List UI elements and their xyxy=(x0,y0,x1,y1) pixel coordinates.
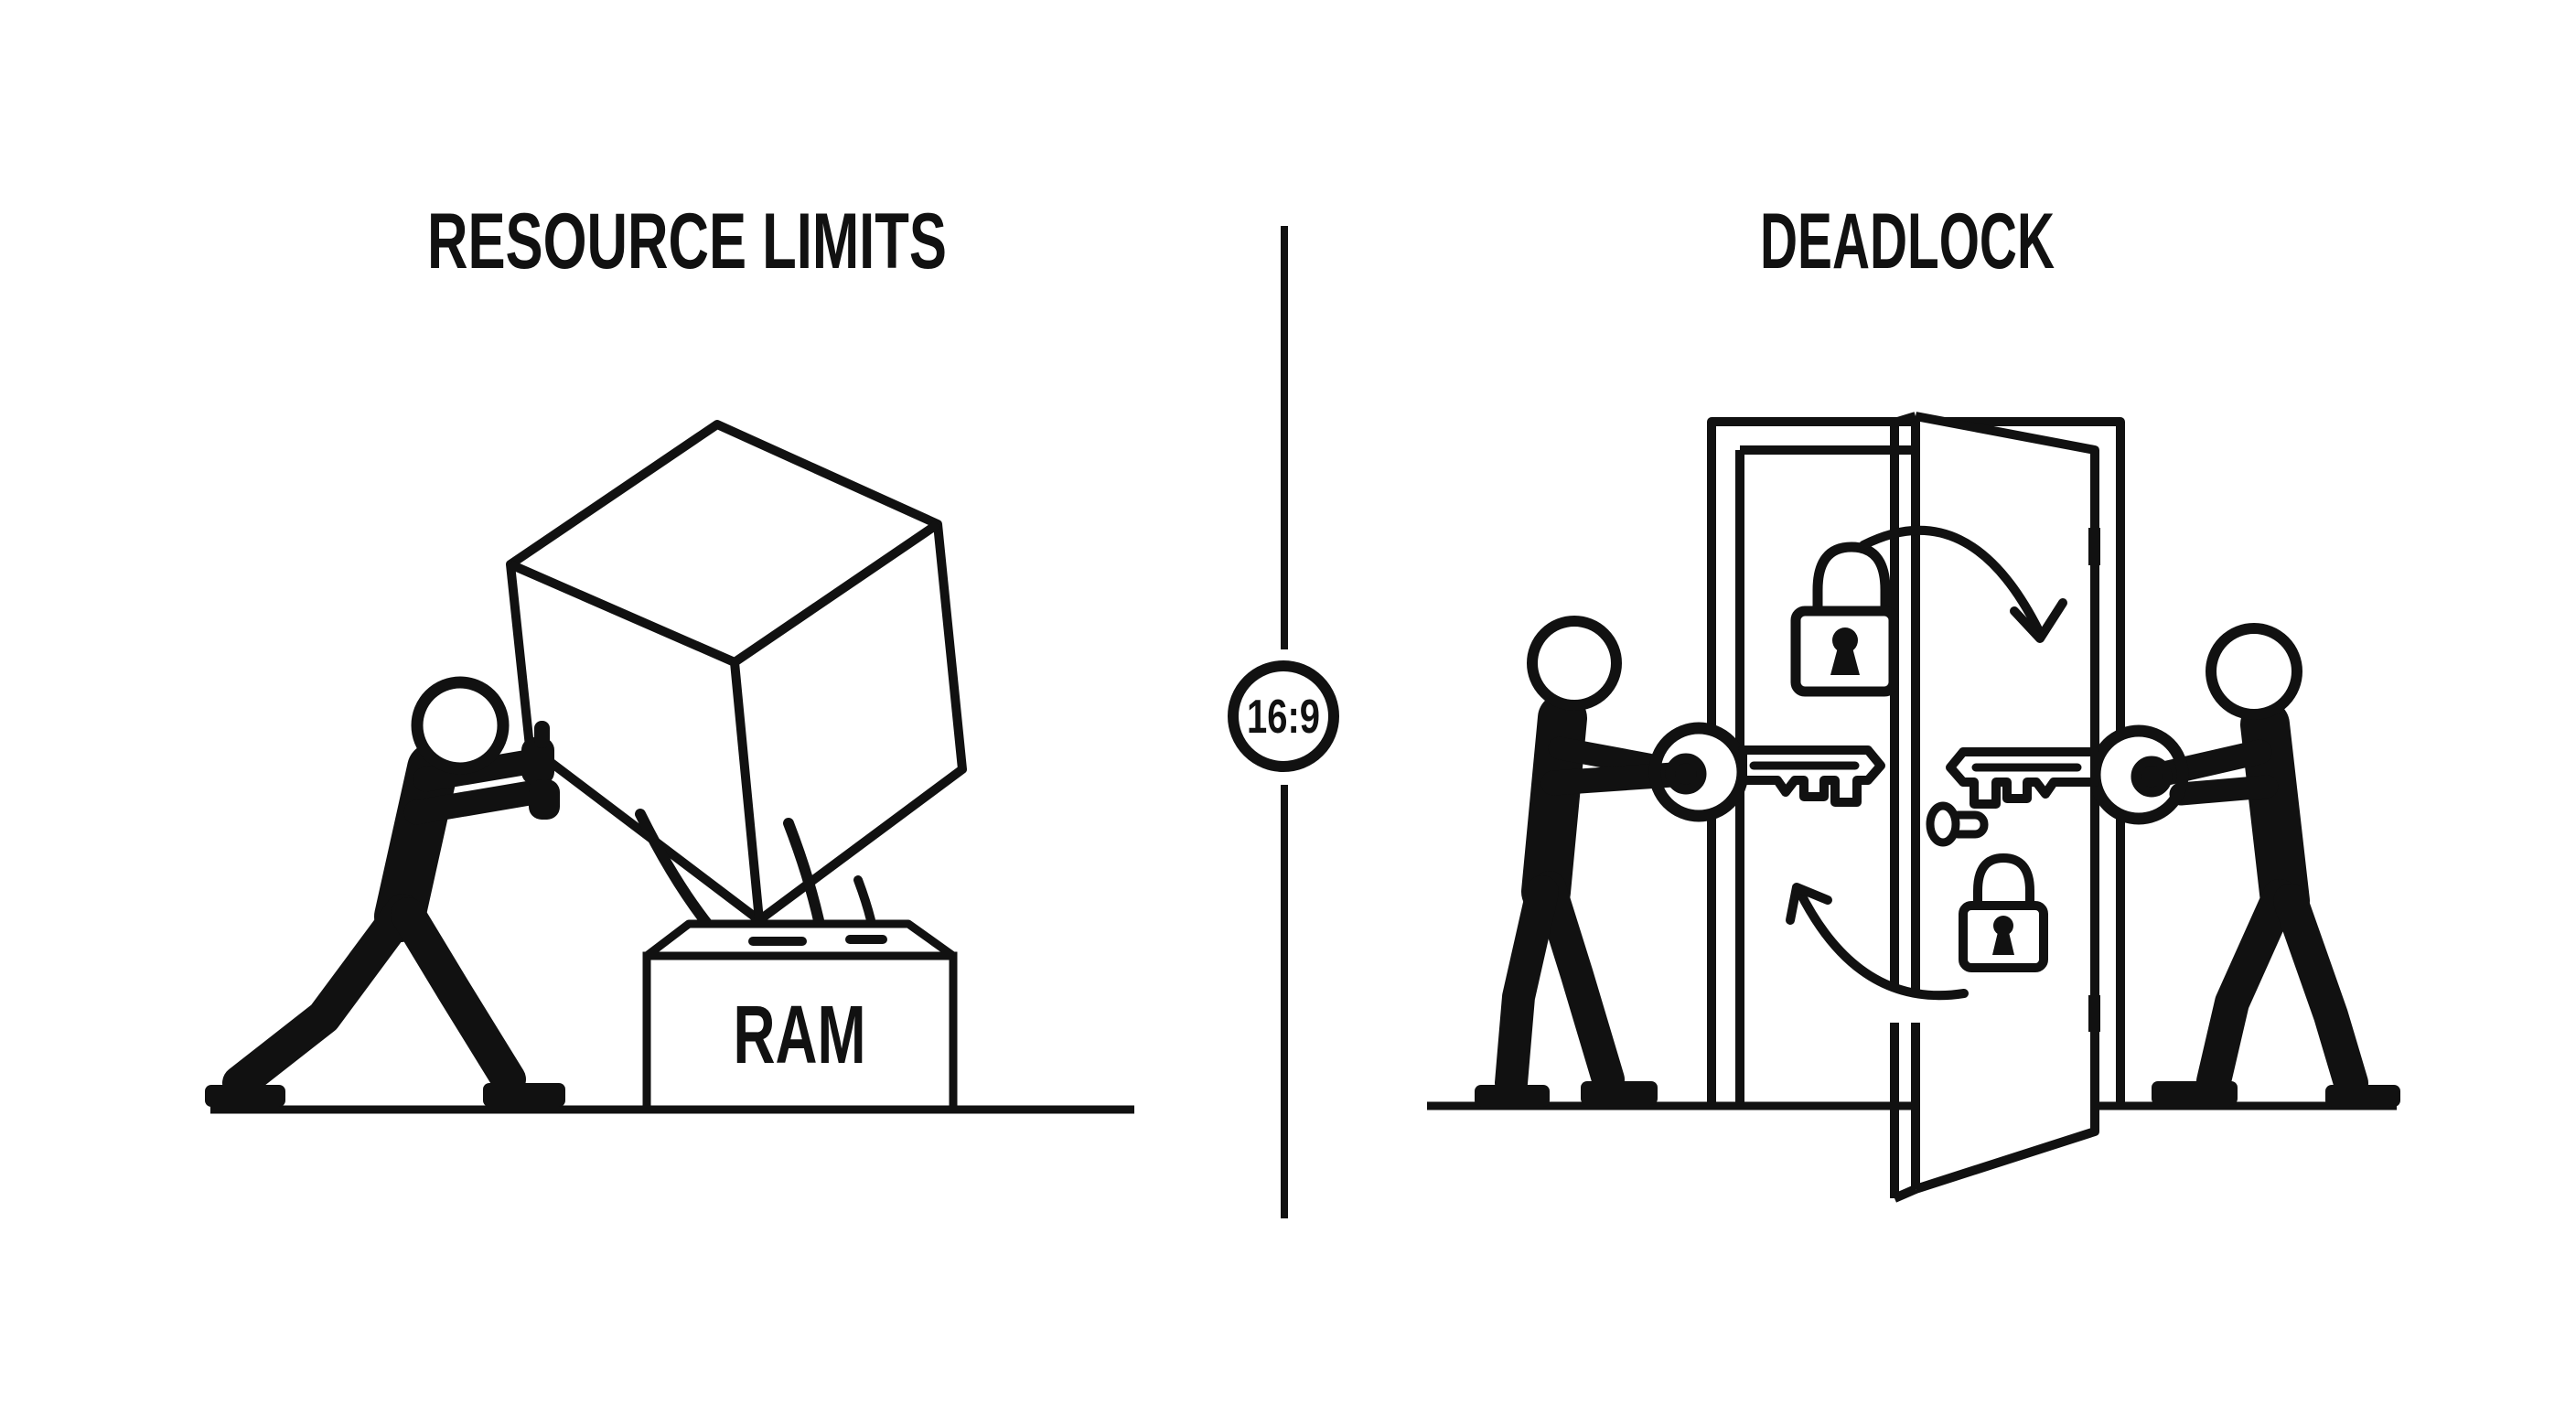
ram-box-label: RAM xyxy=(734,990,866,1081)
door-leaf-edge-caps xyxy=(1893,412,1917,1203)
cube-inner-edges xyxy=(508,520,940,921)
right-panel-title: DEADLOCK xyxy=(1760,198,2055,285)
left-figure-foot xyxy=(1475,1085,1550,1107)
left-figure-arm-lower xyxy=(1540,761,1699,796)
padlock-shackle xyxy=(1812,542,1891,615)
pusher-thumb xyxy=(534,721,550,748)
door-hinge xyxy=(2088,995,2100,1032)
padlock-keyhole-stem xyxy=(1992,932,2014,955)
aspect-ratio-badge: 16:9 xyxy=(1228,660,1339,772)
arrow-head xyxy=(1786,883,1832,925)
left-panel: RESOURCE LIMITS RAM xyxy=(205,198,1134,1114)
right-figure-front-leg xyxy=(2196,879,2297,1099)
badge-text: 16:9 xyxy=(1247,691,1320,744)
pusher-arm-lower xyxy=(403,779,548,825)
door-hinge xyxy=(2088,528,2100,565)
pusher-head xyxy=(411,676,510,775)
pusher-hand xyxy=(529,779,560,820)
pusher-foot xyxy=(205,1085,285,1107)
padlock-keyhole-stem xyxy=(1830,648,1860,675)
right-panel: DEADLOCK xyxy=(1427,198,2400,1203)
pusher-foot xyxy=(483,1083,565,1107)
stick-figure-right xyxy=(1946,623,2400,1107)
rotation-arrow-down xyxy=(1859,525,2067,643)
padlock-keyhole xyxy=(1993,916,2013,936)
badge-circle xyxy=(1228,660,1339,772)
key-shaft xyxy=(1738,745,1885,807)
door xyxy=(1707,412,2125,1203)
ram-box: RAM xyxy=(642,919,958,1114)
pusher-back-leg xyxy=(222,894,420,1100)
right-figure-foot xyxy=(2325,1085,2400,1107)
pusher-torso xyxy=(374,743,458,942)
right-figure-foot xyxy=(2152,1081,2238,1105)
stick-figure-left xyxy=(1475,616,1885,1107)
motion-line xyxy=(853,875,875,925)
padlock-shackle xyxy=(1973,853,2034,909)
left-figure-foot xyxy=(1581,1081,1658,1105)
key-icon-right xyxy=(1946,724,2279,825)
left-figure-arm-upper xyxy=(1548,736,1660,777)
stick-figure-pusher xyxy=(205,676,565,1107)
right-figure-arm-lower xyxy=(2169,775,2279,806)
right-figure-head xyxy=(2206,623,2302,720)
key-icon-left xyxy=(1540,722,1885,822)
divider: 16:9 xyxy=(1228,226,1339,1218)
door-handle-ring xyxy=(1926,801,1960,847)
arrow-arc xyxy=(1859,525,2043,634)
rotation-arrow-up xyxy=(1786,883,1969,1001)
key-bow-hole xyxy=(1665,753,1707,795)
left-figure-front-leg xyxy=(1533,871,1625,1096)
padlock-icon-lower xyxy=(1959,853,2048,972)
cube-icon xyxy=(506,420,967,925)
padlock-keyhole xyxy=(1832,627,1858,653)
pusher-front-leg xyxy=(391,897,526,1097)
left-figure-back-leg xyxy=(1495,875,1559,1099)
door-handle-icon xyxy=(1926,801,1989,847)
pusher-hand xyxy=(521,737,554,785)
left-panel-title: RESOURCE LIMITS xyxy=(427,198,947,285)
arrow-head xyxy=(2010,598,2067,643)
right-figure-back-leg xyxy=(2273,884,2368,1100)
padlock-icon-upper xyxy=(1790,542,1899,697)
arrow-arc xyxy=(1795,886,1969,1001)
key-bow-hole xyxy=(2131,756,2173,798)
ram-box-front xyxy=(642,951,958,1114)
left-figure-head xyxy=(1527,616,1622,711)
